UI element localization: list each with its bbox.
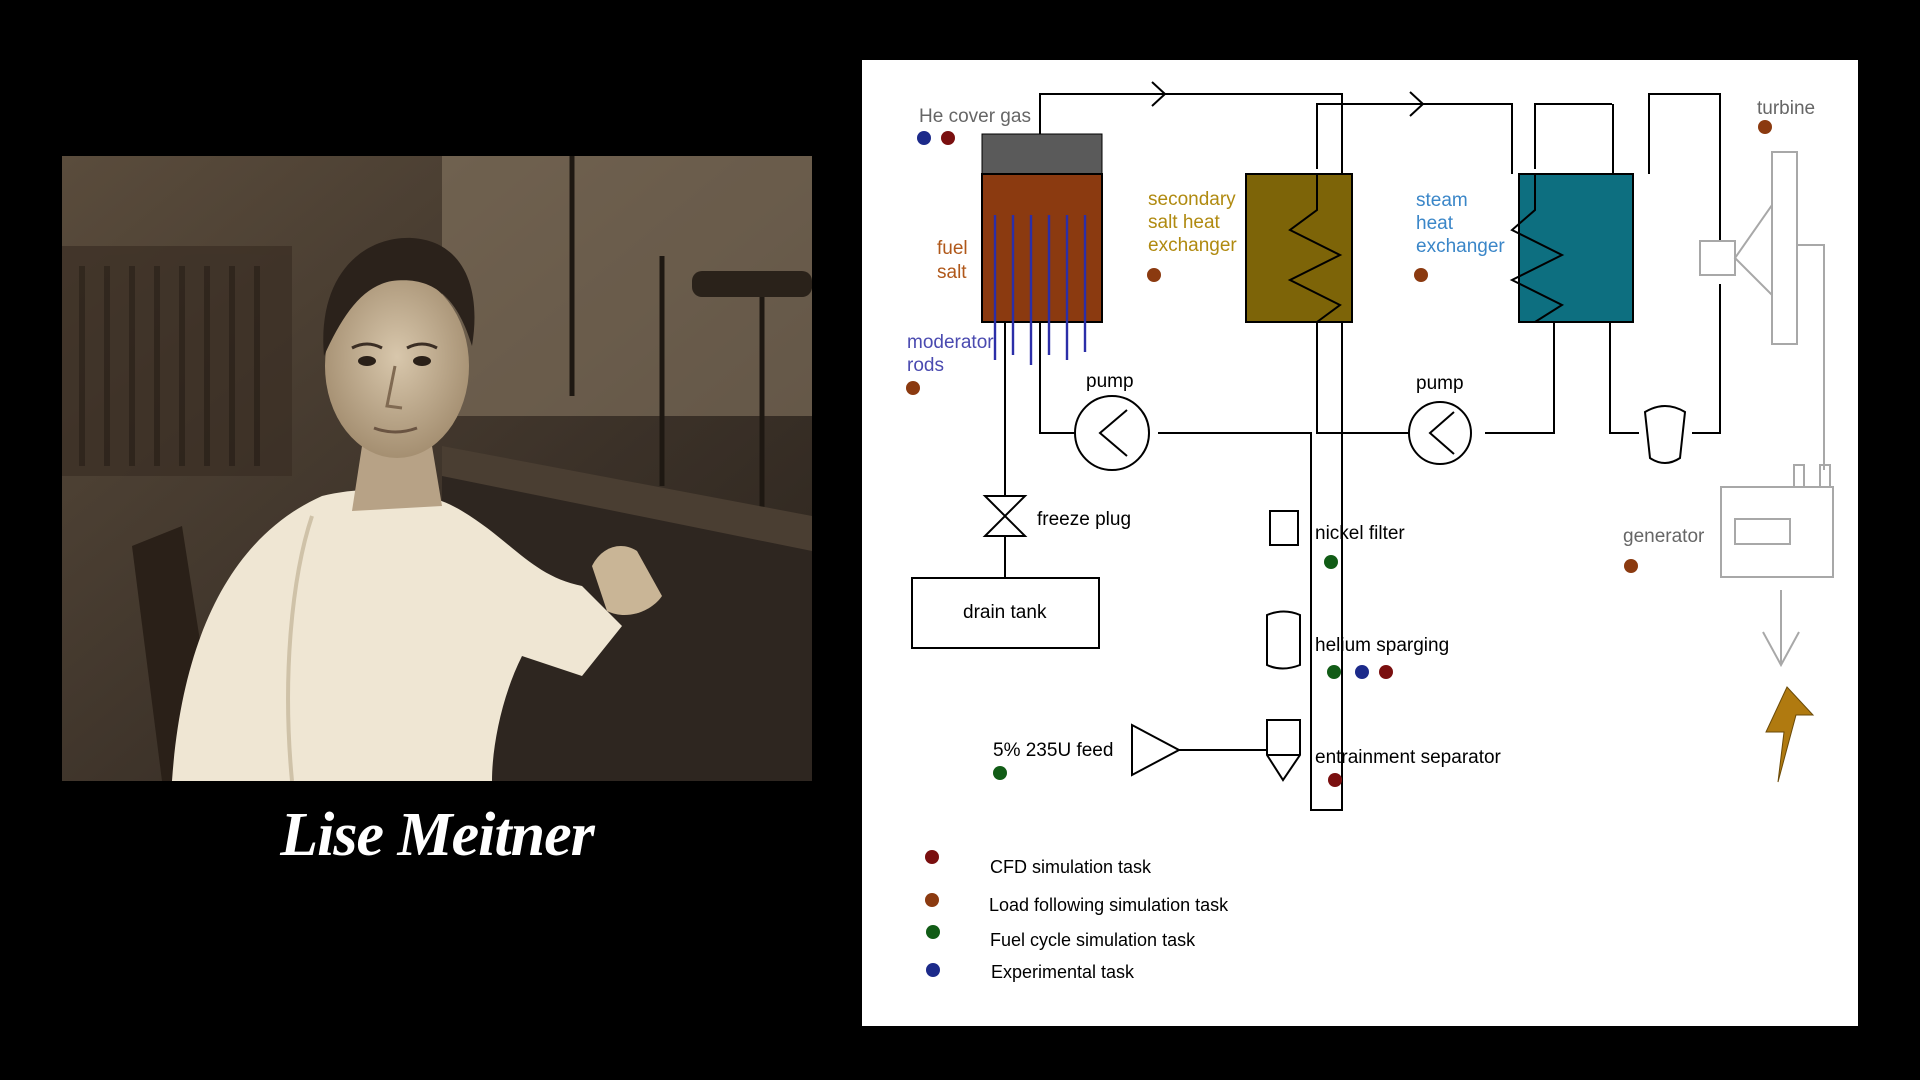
label-entrainment-separator: entrainment separator bbox=[1315, 747, 1502, 768]
legend: CFD simulation task Load following simul… bbox=[925, 850, 1229, 982]
steam-hot-leg bbox=[1534, 103, 1612, 169]
marker-dot bbox=[1414, 268, 1428, 282]
marker-dot bbox=[1147, 268, 1161, 282]
label-exchanger-steam: exchanger bbox=[1416, 236, 1505, 257]
label-pump-secondary: pump bbox=[1416, 373, 1464, 394]
marker-dot bbox=[941, 131, 955, 145]
label-drain-tank: drain tank bbox=[963, 602, 1047, 623]
label-helium-sparging: helium sparging bbox=[1315, 635, 1449, 656]
helium-sparging-icon bbox=[1266, 610, 1301, 670]
label-u-feed: 5% 235U feed bbox=[993, 740, 1113, 761]
label-fuel: fuel bbox=[937, 238, 968, 259]
he-cover-gas-plenum bbox=[981, 133, 1103, 175]
legend-dot-load-following bbox=[925, 893, 939, 907]
secondary-heat-exchanger bbox=[1245, 173, 1353, 323]
entrainment-separator-icon bbox=[1266, 719, 1301, 782]
nickel-filter-icon bbox=[1269, 510, 1299, 546]
primary-hot-leg bbox=[1039, 93, 1343, 174]
label-freeze-plug: freeze plug bbox=[1037, 509, 1131, 530]
steam-heat-exchanger bbox=[1518, 173, 1634, 323]
condenser-icon bbox=[1643, 405, 1687, 464]
turbine-inlet bbox=[1699, 240, 1736, 276]
arrow-right-icon bbox=[1151, 81, 1167, 107]
steam-condensate bbox=[1692, 284, 1721, 434]
arrow-right-icon bbox=[1409, 91, 1425, 117]
label-salt-heat: salt heat bbox=[1148, 212, 1221, 233]
marker-dot bbox=[1327, 665, 1341, 679]
secondary-return bbox=[1316, 322, 1409, 434]
msr-flow-diagram: He cover gas fuel salt moderator rods se… bbox=[862, 60, 1858, 1026]
label-nickel-filter: nickel filter bbox=[1315, 523, 1405, 544]
legend-dot-fuel-cycle bbox=[926, 925, 940, 939]
label-moderator: moderator bbox=[907, 332, 994, 353]
turbine-icon bbox=[1771, 151, 1798, 345]
label-heat: heat bbox=[1416, 213, 1454, 234]
legend-label-fuel-cycle: Fuel cycle simulation task bbox=[990, 930, 1196, 950]
caption-lise-meitner: Lise Meitner bbox=[280, 801, 594, 869]
legend-label-load-following: Load following simulation task bbox=[989, 895, 1229, 915]
diagram-svg: He cover gas fuel salt moderator rods se… bbox=[906, 81, 1834, 982]
label-rods: rods bbox=[907, 355, 944, 376]
moderator-rods bbox=[993, 215, 1087, 365]
label-secondary: secondary bbox=[1148, 189, 1236, 210]
hx-coil-icon bbox=[1287, 174, 1343, 323]
legend-dot-cfd bbox=[925, 850, 939, 864]
flow-arrows bbox=[1151, 81, 1425, 117]
freeze-plug-valve-icon bbox=[982, 495, 1028, 518]
label-he-cover-gas: He cover gas bbox=[919, 106, 1031, 127]
marker-dot bbox=[1624, 559, 1638, 573]
marker-dot bbox=[1758, 120, 1772, 134]
steam-to-turbine bbox=[1648, 93, 1721, 241]
pump-primary-icon bbox=[1074, 395, 1150, 471]
label-generator: generator bbox=[1623, 526, 1705, 547]
task-markers bbox=[906, 120, 1772, 787]
legend-label-experimental: Experimental task bbox=[991, 962, 1135, 982]
marker-dot bbox=[1355, 665, 1369, 679]
marker-dot bbox=[1324, 555, 1338, 569]
portrait-photo bbox=[62, 156, 812, 781]
marker-dot bbox=[993, 766, 1007, 780]
label-pump-primary: pump bbox=[1086, 371, 1134, 392]
secondary-hot-leg bbox=[1316, 103, 1513, 174]
hx-coil-icon bbox=[1509, 174, 1565, 323]
piping bbox=[1004, 93, 1721, 811]
legend-label-cfd: CFD simulation task bbox=[990, 857, 1152, 877]
label-exchanger: exchanger bbox=[1148, 235, 1237, 256]
primary-return bbox=[1158, 322, 1343, 811]
label-salt: salt bbox=[937, 262, 967, 283]
drain-tank bbox=[911, 577, 1100, 649]
pump-secondary-icon bbox=[1408, 401, 1472, 465]
label-turbine: turbine bbox=[1757, 98, 1815, 119]
power-generation-loop bbox=[1699, 151, 1834, 668]
label-steam: steam bbox=[1416, 190, 1468, 211]
marker-dot bbox=[1328, 773, 1342, 787]
u-feed-icon bbox=[1131, 723, 1182, 777]
legend-dot-experimental bbox=[926, 963, 940, 977]
marker-dot bbox=[906, 381, 920, 395]
portrait-image bbox=[62, 156, 812, 781]
marker-dot bbox=[1379, 665, 1393, 679]
fuel-salt-vessel bbox=[981, 173, 1103, 323]
marker-dot bbox=[917, 131, 931, 145]
primary-cold-leg bbox=[1039, 322, 1083, 434]
lightning-icon bbox=[1765, 686, 1815, 783]
